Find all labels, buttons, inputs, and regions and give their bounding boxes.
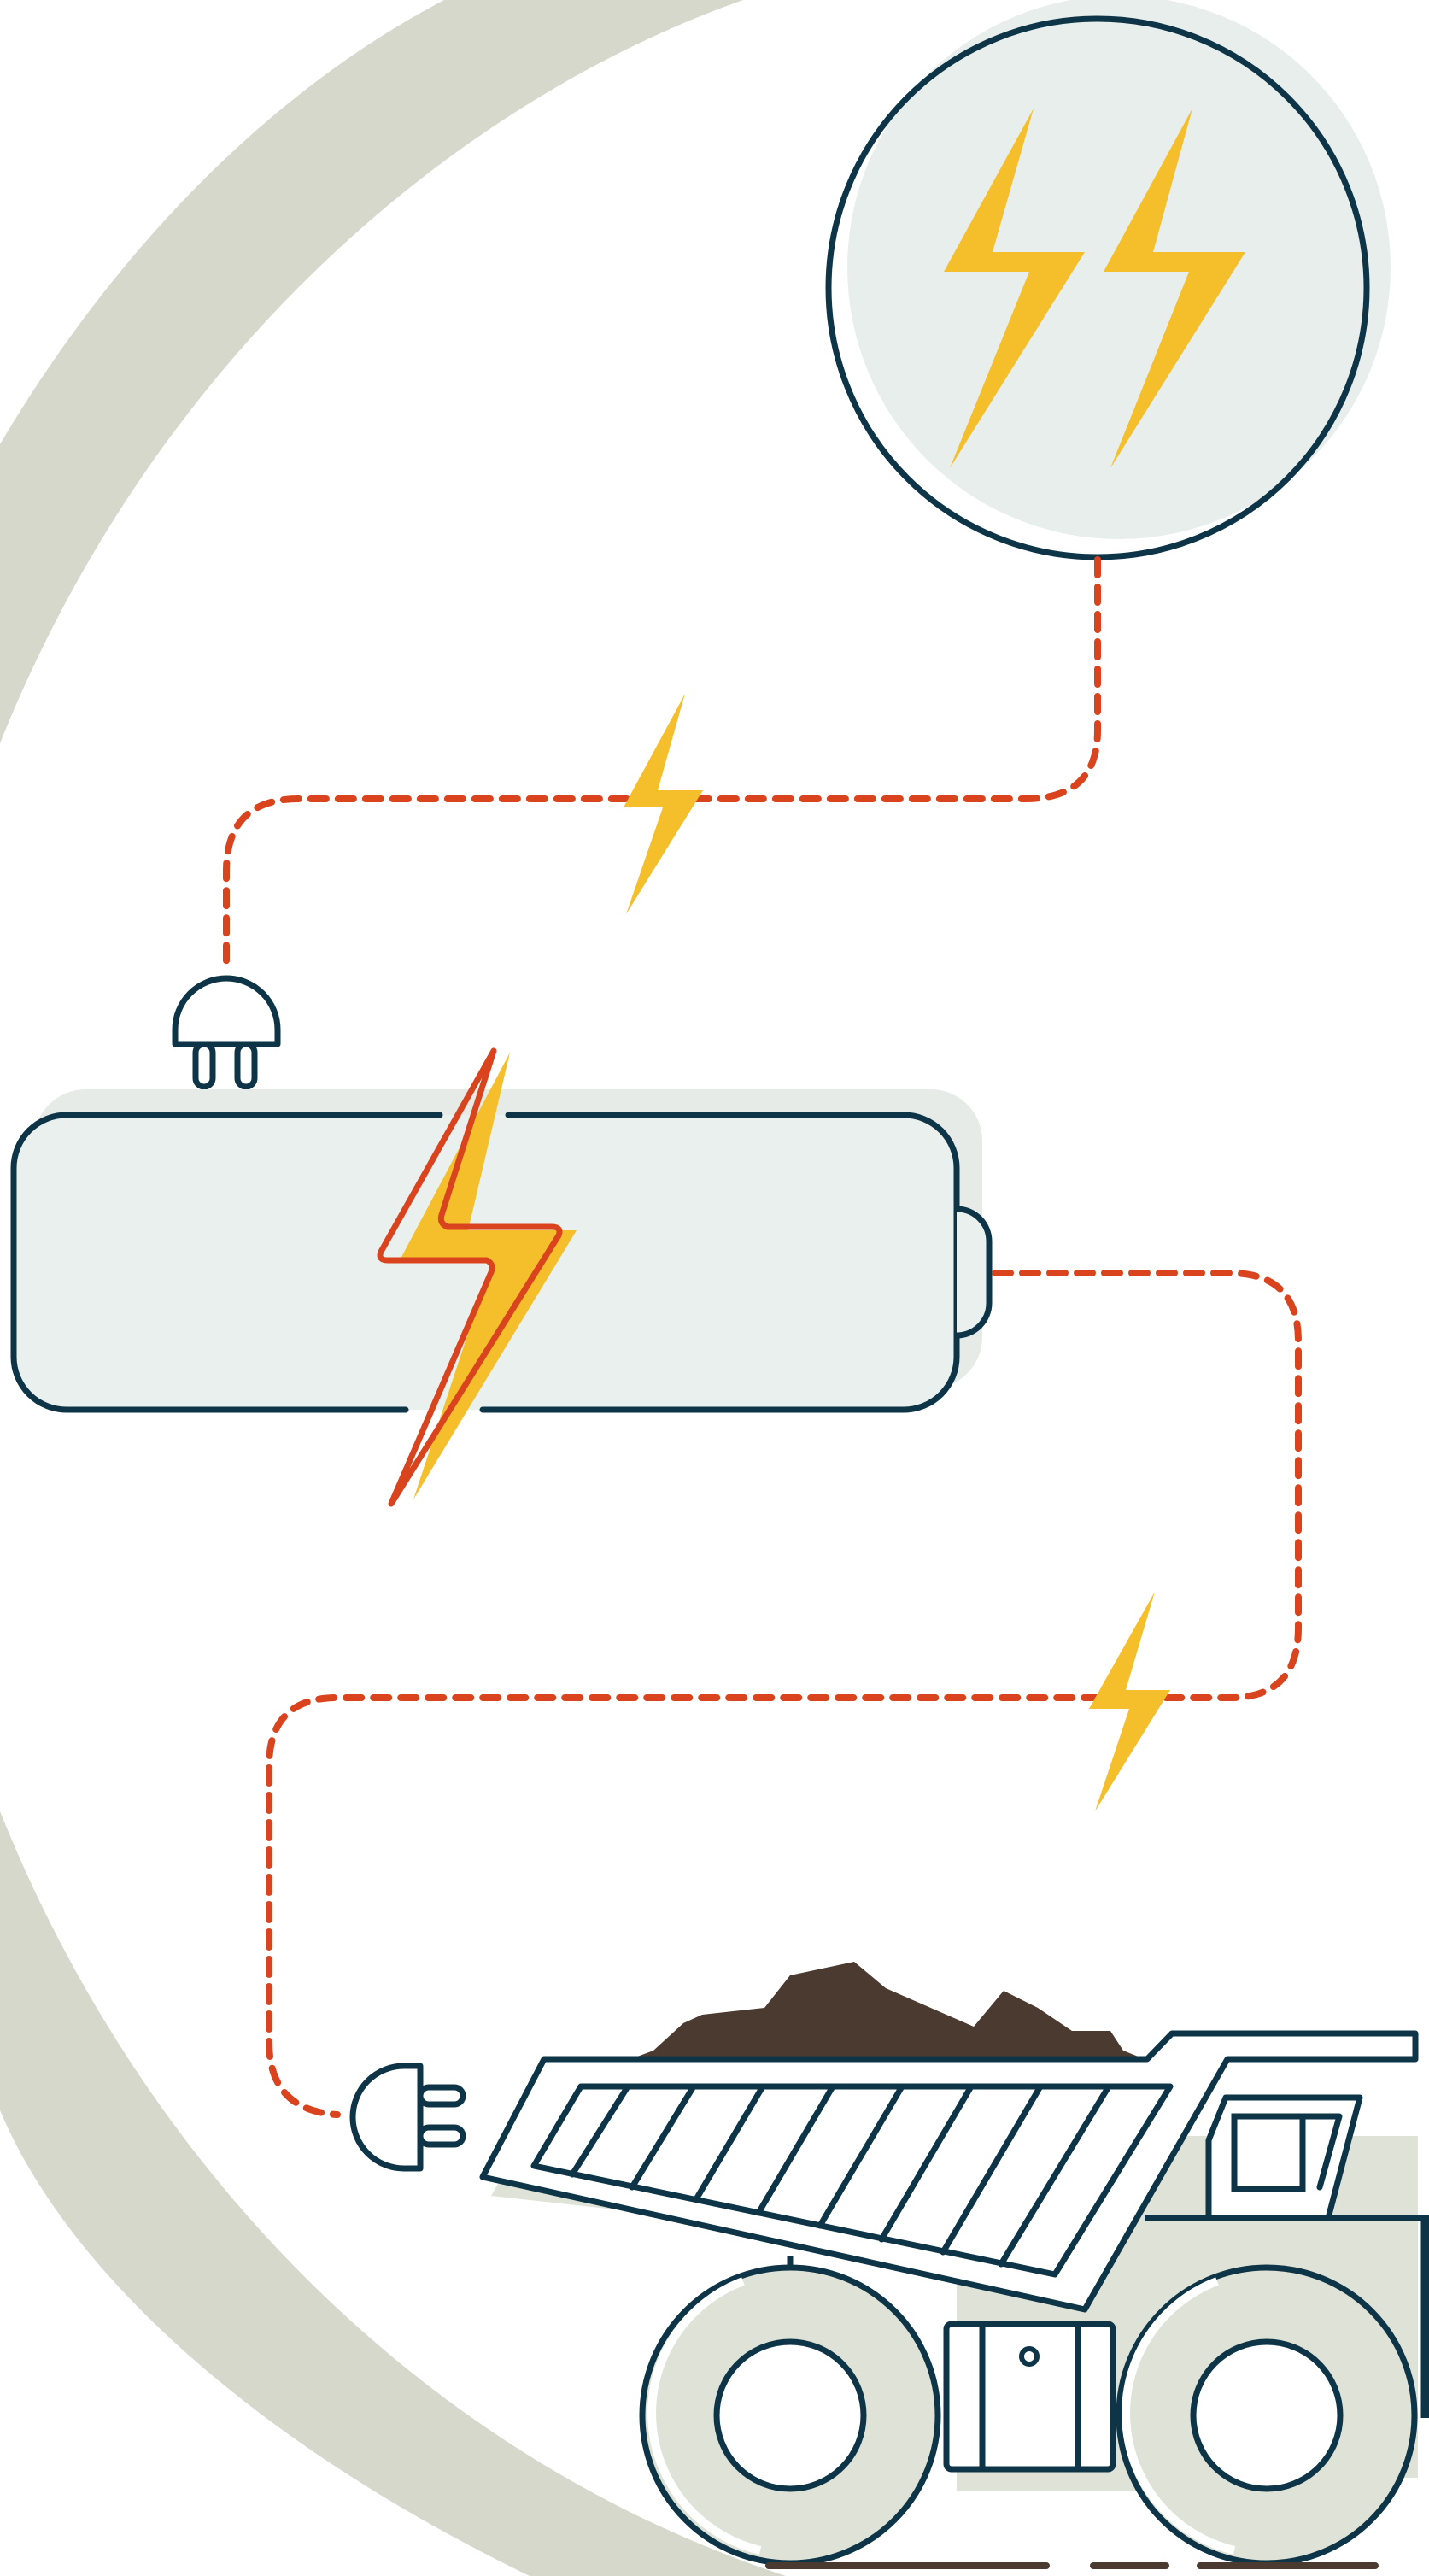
battery-icon	[14, 1051, 989, 1504]
lightning-bolt-icon	[1089, 1592, 1170, 1811]
plug-icon	[353, 2066, 463, 2168]
lightning-bolt-icon	[624, 694, 703, 914]
plug-icon	[175, 978, 278, 1087]
battery-terminal	[957, 1209, 989, 1335]
electric-haul-truck-icon	[483, 1962, 1429, 2566]
power-source-icon	[829, 0, 1391, 557]
